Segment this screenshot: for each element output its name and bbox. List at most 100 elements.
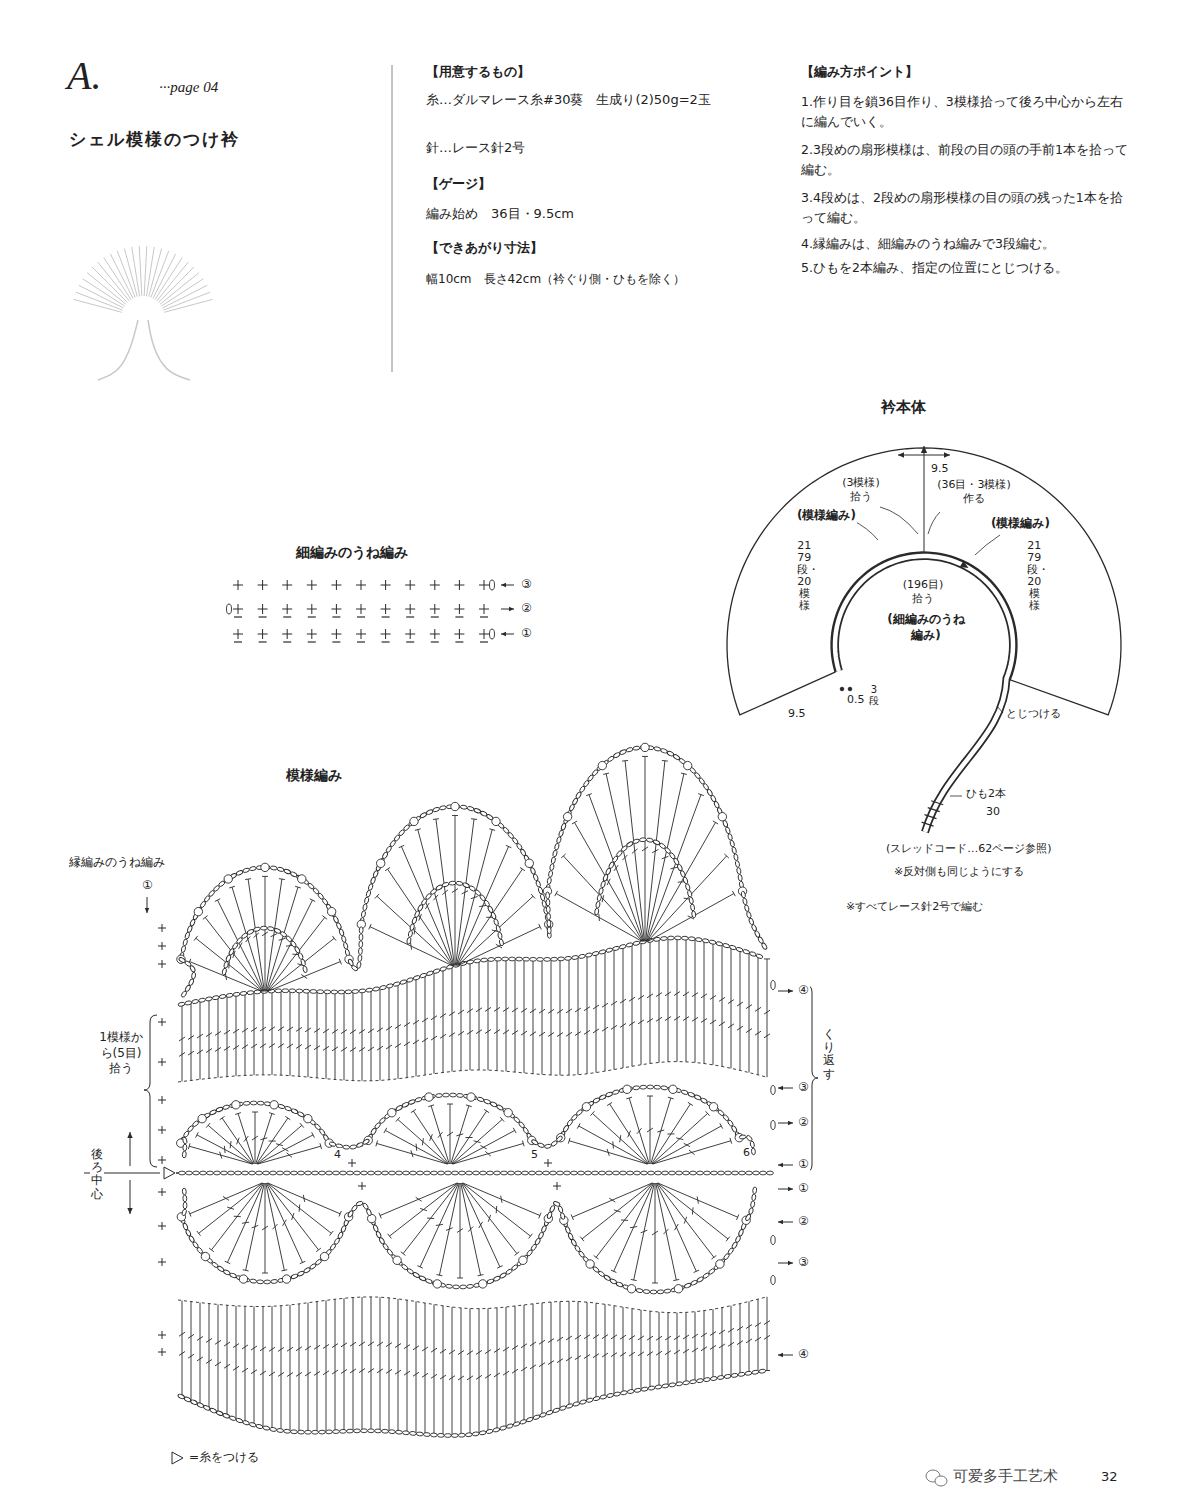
pattern-chart (458, 896, 533, 965)
pattern-chart (622, 760, 628, 762)
pattern-chart (458, 1010, 464, 1014)
pattern-chart (260, 926, 267, 930)
pattern-chart (752, 1370, 759, 1375)
pattern-chart (471, 896, 478, 898)
pattern-chart (372, 1219, 549, 1287)
pattern-chart (232, 887, 264, 991)
pattern-chart (521, 1344, 527, 1348)
pattern-chart (352, 989, 359, 993)
pattern-chart (506, 1307, 507, 1427)
pattern-chart (347, 1429, 354, 1433)
dimension-line (944, 452, 950, 457)
pattern-chart (677, 938, 678, 1062)
pattern-chart (216, 1107, 224, 1113)
pattern-chart (299, 1205, 301, 1212)
collar-thumbnail (149, 248, 162, 296)
pattern-chart (353, 1298, 354, 1431)
pattern-chart (270, 866, 277, 871)
pattern-chart (578, 957, 579, 1075)
pattern-chart (521, 1031, 527, 1035)
pattern-chart (291, 1430, 298, 1434)
pattern-chart (425, 1278, 433, 1284)
single-crochet-chart (259, 641, 267, 642)
pattern-chart (755, 1337, 761, 1341)
pattern-chart (711, 1171, 718, 1175)
pattern-chart (593, 1029, 599, 1033)
pattern-chart (515, 1252, 520, 1256)
pattern-chart (476, 1350, 482, 1354)
pattern-chart (578, 1302, 579, 1404)
pattern-chart (467, 959, 474, 964)
neck-band (835, 556, 1013, 832)
pattern-chart (626, 747, 634, 752)
single-crochet-chart (501, 632, 506, 637)
pattern-chart (737, 1341, 743, 1345)
section-heading: 【できあがり寸法】 (425, 240, 544, 257)
pattern-chart (686, 938, 687, 1062)
pattern-chart (594, 908, 599, 915)
pattern-chart (489, 829, 495, 831)
pattern-chart (362, 1138, 370, 1145)
collar-thumbnail (151, 251, 169, 298)
pattern-chart (718, 1171, 725, 1175)
section-heading: 【ゲージ】 (425, 176, 492, 193)
pattern-chart (428, 1105, 434, 1107)
row-number: ④ (797, 1347, 810, 1363)
pattern-chart (701, 1333, 707, 1337)
pattern-chart (438, 1171, 445, 1175)
pattern-chart (479, 961, 480, 1070)
pattern-chart (368, 1047, 374, 1051)
pattern-chart (444, 1434, 451, 1438)
pattern-chart (268, 1183, 340, 1214)
pattern-chart (633, 941, 640, 946)
pattern-chart (290, 1305, 291, 1432)
pattern-chart (368, 1171, 375, 1175)
collar-thumbnail (76, 292, 123, 310)
pattern-chart (277, 867, 284, 872)
pattern-chart (767, 1297, 768, 1371)
pattern-chart (742, 898, 747, 905)
pattern-chart (740, 1304, 741, 1375)
single-crochet-chart (480, 616, 488, 617)
pattern-chart (215, 1031, 221, 1035)
pattern-chart (305, 1430, 312, 1434)
chart-heading: 細編みのうね編み (295, 543, 409, 561)
pattern-chart (622, 855, 627, 860)
pattern-chart (533, 1304, 534, 1419)
pattern-chart (701, 1018, 707, 1022)
pattern-chart (704, 940, 705, 1063)
pattern-chart (393, 1256, 401, 1264)
pattern-chart (438, 1132, 443, 1138)
pattern-chart (224, 1342, 230, 1346)
pattern-chart (285, 1116, 290, 1119)
pattern-chart (556, 836, 562, 844)
dimension-line (950, 796, 962, 797)
pattern-chart (278, 1027, 284, 1031)
pattern-chart (215, 899, 220, 902)
pattern-chart (530, 957, 537, 961)
pattern-chart (696, 1378, 703, 1383)
pattern-chart (326, 1430, 333, 1434)
pattern-chart (362, 904, 367, 911)
row-marker (162, 1188, 163, 1196)
pattern-chart (431, 1171, 438, 1175)
pattern-chart (449, 1376, 455, 1380)
pattern-chart (647, 1085, 654, 1089)
pattern-chart (569, 958, 570, 1075)
pattern-chart (370, 877, 376, 885)
pattern-chart (341, 1030, 347, 1034)
row-marker (778, 1220, 783, 1225)
pattern-chart (697, 1197, 698, 1204)
pattern-chart (388, 1234, 392, 1239)
pattern-chart (188, 1334, 194, 1338)
pattern-chart (215, 1047, 221, 1051)
pattern-chart (745, 1371, 752, 1376)
pattern-chart (549, 863, 554, 870)
pattern-chart (599, 1094, 607, 1100)
pattern-chart (269, 1027, 275, 1031)
pattern-chart (744, 904, 750, 912)
row-number: ③ (797, 1255, 810, 1271)
pattern-chart (434, 1304, 435, 1435)
pattern-chart (660, 748, 668, 754)
pattern-chart (620, 1390, 627, 1395)
